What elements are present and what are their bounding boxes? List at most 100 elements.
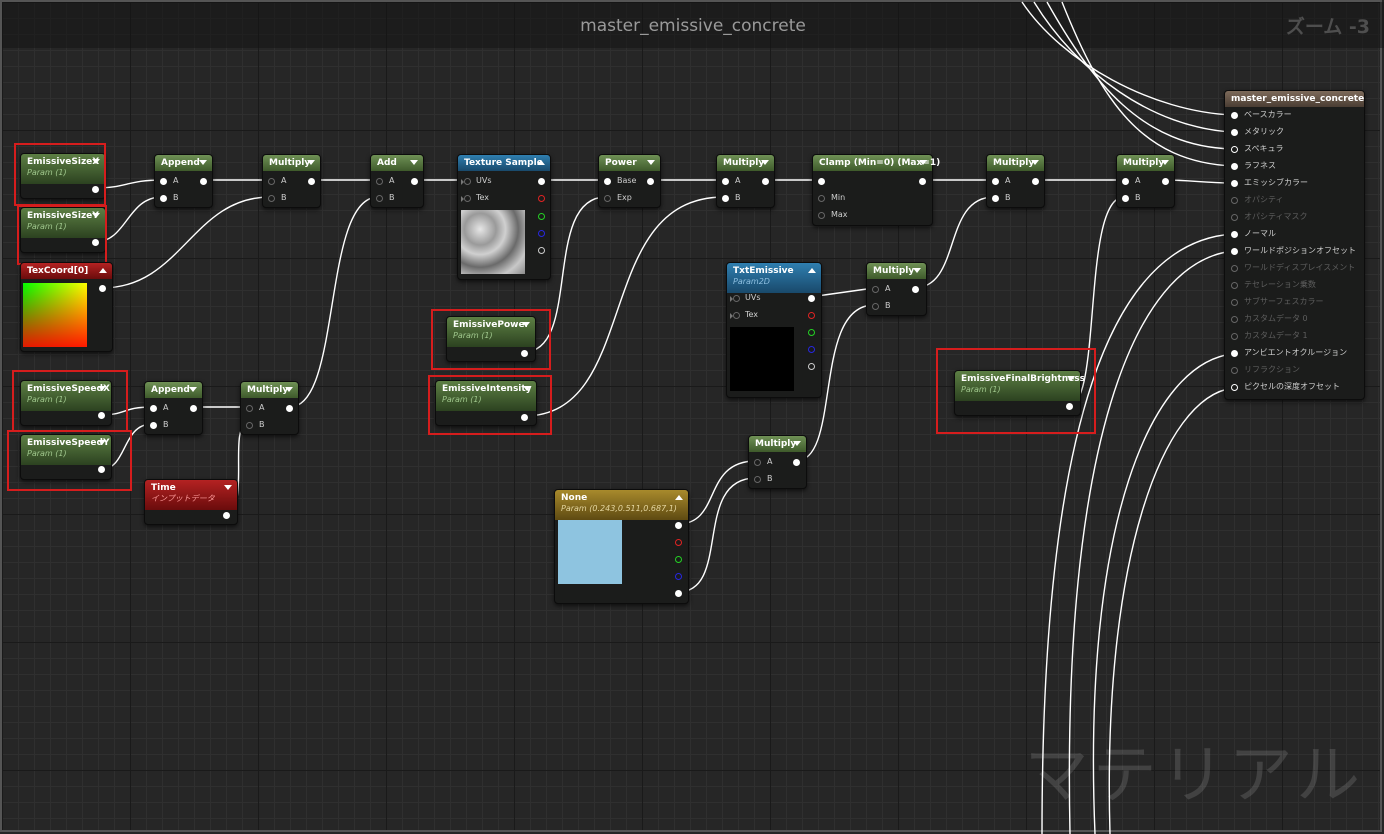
input-pin-min[interactable]	[818, 195, 825, 202]
input-pin-a[interactable]	[376, 178, 383, 185]
input-pin-a[interactable]	[722, 178, 729, 185]
input-pin-a[interactable]	[992, 178, 999, 185]
output-pin[interactable]	[99, 285, 106, 292]
output-pin[interactable]	[521, 414, 528, 421]
collapse-arrow-icon[interactable]	[675, 495, 683, 500]
result-input-pin[interactable]	[1231, 350, 1238, 357]
result-input-pin[interactable]	[1231, 180, 1238, 187]
output-pin[interactable]	[92, 186, 99, 193]
output-pin-a[interactable]	[538, 247, 545, 254]
input-pin-b[interactable]	[872, 303, 879, 310]
output-pin[interactable]	[919, 178, 926, 185]
output-pin-g[interactable]	[808, 329, 815, 336]
multiply-node[interactable]: Multiply A B	[1116, 154, 1175, 208]
input-pin-uvs[interactable]	[464, 178, 471, 185]
result-input-pin[interactable]	[1231, 112, 1238, 119]
input-pin-b[interactable]	[160, 195, 167, 202]
collapse-arrow-icon[interactable]	[537, 160, 545, 165]
input-pin[interactable]	[818, 178, 825, 185]
collapse-arrow-icon[interactable]	[793, 441, 801, 446]
texture-sample-node[interactable]: Texture Sample UVs Tex	[457, 154, 551, 280]
input-pin-a[interactable]	[160, 178, 167, 185]
collapse-arrow-icon[interactable]	[285, 387, 293, 392]
collapse-arrow-icon[interactable]	[92, 213, 100, 218]
collapse-arrow-icon[interactable]	[808, 268, 816, 273]
multiply-node[interactable]: Multiply A B	[716, 154, 775, 208]
output-pin-r[interactable]	[538, 195, 545, 202]
output-pin[interactable]	[286, 405, 293, 412]
collapse-arrow-icon[interactable]	[410, 160, 418, 165]
multiply-node[interactable]: Multiply A B	[748, 435, 807, 489]
clamp-node[interactable]: Clamp (Min=0) (Max=1) Min Max	[812, 154, 940, 226]
output-pin-r[interactable]	[808, 312, 815, 319]
result-input-pin[interactable]	[1231, 163, 1238, 170]
input-pin-b[interactable]	[754, 476, 761, 483]
result-input-pin[interactable]	[1231, 299, 1238, 306]
multiply-node[interactable]: Multiply A B	[866, 262, 927, 316]
collapse-arrow-icon[interactable]	[1031, 160, 1039, 165]
output-pin[interactable]	[762, 178, 769, 185]
output-pin-b[interactable]	[538, 230, 545, 237]
input-pin-b[interactable]	[722, 195, 729, 202]
output-pin[interactable]	[912, 286, 919, 293]
input-pin-b[interactable]	[376, 195, 383, 202]
input-pin-a[interactable]	[1122, 178, 1129, 185]
result-input-pin[interactable]	[1231, 214, 1238, 221]
collapse-arrow-icon[interactable]	[761, 160, 769, 165]
input-pin-b[interactable]	[992, 195, 999, 202]
input-pin-b[interactable]	[268, 195, 275, 202]
texcoord-node[interactable]: TexCoord[0]	[20, 262, 113, 352]
output-pin[interactable]	[98, 412, 105, 419]
output-pin-r[interactable]	[675, 539, 682, 546]
output-pin-a[interactable]	[808, 363, 815, 370]
collapse-arrow-icon[interactable]	[98, 386, 106, 391]
result-input-pin[interactable]	[1231, 367, 1238, 374]
input-pin-a[interactable]	[872, 286, 879, 293]
output-pin[interactable]	[521, 350, 528, 357]
input-pin-tex[interactable]	[733, 312, 740, 319]
output-pin-rgb[interactable]	[808, 295, 815, 302]
output-pin[interactable]	[793, 459, 800, 466]
output-pin-b[interactable]	[808, 346, 815, 353]
collapse-arrow-icon[interactable]	[647, 160, 655, 165]
output-pin[interactable]	[98, 466, 105, 473]
input-pin-a[interactable]	[246, 405, 253, 412]
collapse-arrow-icon[interactable]	[307, 160, 315, 165]
collapse-arrow-icon[interactable]	[199, 160, 207, 165]
power-node[interactable]: Power Base Exp	[598, 154, 661, 208]
multiply-node[interactable]: Multiply A B	[986, 154, 1045, 208]
input-pin-a[interactable]	[268, 178, 275, 185]
input-pin-b[interactable]	[150, 422, 157, 429]
collapse-arrow-icon[interactable]	[523, 386, 531, 391]
input-pin-exp[interactable]	[604, 195, 611, 202]
output-pin[interactable]	[190, 405, 197, 412]
input-pin-a[interactable]	[754, 459, 761, 466]
output-pin-g[interactable]	[538, 213, 545, 220]
output-pin[interactable]	[223, 512, 230, 519]
result-input-pin[interactable]	[1231, 129, 1238, 136]
input-pin-uvs[interactable]	[733, 295, 740, 302]
input-pin-b[interactable]	[1122, 195, 1129, 202]
multiply-node[interactable]: Multiply A B	[262, 154, 321, 208]
result-input-pin[interactable]	[1231, 146, 1238, 153]
collapse-arrow-icon[interactable]	[189, 387, 197, 392]
input-pin-b[interactable]	[246, 422, 253, 429]
output-pin[interactable]	[92, 239, 99, 246]
output-pin-a[interactable]	[675, 590, 682, 597]
result-input-pin[interactable]	[1231, 231, 1238, 238]
collapse-arrow-icon[interactable]	[92, 159, 100, 164]
input-pin-max[interactable]	[818, 212, 825, 219]
result-input-pin[interactable]	[1231, 333, 1238, 340]
add-node[interactable]: Add A B	[370, 154, 424, 208]
result-input-pin[interactable]	[1231, 282, 1238, 289]
collapse-arrow-icon[interactable]	[224, 485, 232, 490]
output-pin[interactable]	[1032, 178, 1039, 185]
